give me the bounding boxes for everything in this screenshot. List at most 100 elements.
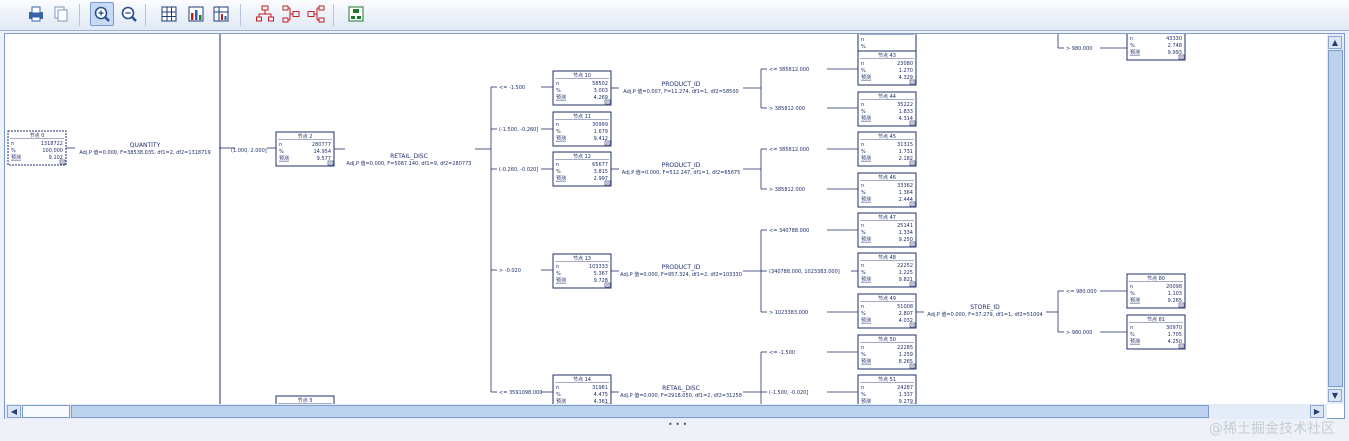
node-pred-label: 预测 xyxy=(861,317,871,324)
tree-node-3[interactable]: 节点 3n%预测 xyxy=(275,395,335,404)
zoom-in-button[interactable] xyxy=(90,2,114,26)
node-pred-value: 4.361 xyxy=(594,399,608,404)
branch-label: <= 385812.000 xyxy=(769,147,809,153)
node-pct-value: 1.679 xyxy=(594,129,608,135)
node-n-value: 30970 xyxy=(1166,325,1182,331)
node-pct-label: % xyxy=(861,44,866,50)
node-pred-value: 9.412 xyxy=(594,136,608,142)
node-n-label: n xyxy=(1130,284,1133,290)
node-pct-value: 1.833 xyxy=(899,109,913,115)
scroll-left-button[interactable]: ◀ xyxy=(7,405,21,418)
node-n-value: 280777 xyxy=(312,142,331,148)
node-title: 节点 44 xyxy=(878,94,896,100)
node-n-label: n xyxy=(861,304,864,310)
split-variable: PRODUCT_ID xyxy=(662,81,701,88)
node-pct-label: % xyxy=(861,109,866,115)
node-pct-label: % xyxy=(556,169,561,175)
node-n-value: 24287 xyxy=(897,385,913,391)
node-pred-value: 9.279 xyxy=(899,399,913,404)
scroll-up-button[interactable]: ▲ xyxy=(1328,36,1342,49)
vertical-scrollbar[interactable]: ▲ ▼ xyxy=(1327,34,1344,404)
node-pred-label: 预测 xyxy=(861,236,871,243)
node-box xyxy=(857,334,917,370)
branch-label: > 385812.000 xyxy=(769,187,805,193)
node-pred-value: 4.314 xyxy=(899,116,913,122)
tree-top-down-button[interactable] xyxy=(253,2,277,26)
node-pct-label: % xyxy=(1130,43,1135,49)
node-pred-label: 预测 xyxy=(861,358,871,365)
node-pct-label: % xyxy=(556,271,561,277)
node-pred-label: 预测 xyxy=(861,196,871,203)
node-title: 节点 0 xyxy=(30,133,45,139)
tree-top-down-icon xyxy=(256,5,274,22)
node-pred-label: 预测 xyxy=(1130,338,1140,345)
node-box xyxy=(857,91,917,127)
scroll-right-button[interactable]: ▶ xyxy=(1310,405,1324,418)
print-button[interactable] xyxy=(24,2,48,26)
node-pct-label: % xyxy=(1130,332,1135,338)
scroll-down-button[interactable]: ▼ xyxy=(1328,389,1342,402)
node-n-label: n xyxy=(861,37,864,43)
tree-map-button[interactable] xyxy=(344,2,368,26)
tree-left-button[interactable] xyxy=(279,2,303,26)
branch-label: > 980.000 xyxy=(1066,330,1092,336)
vertical-scroll-thumb[interactable] xyxy=(1328,50,1343,387)
chart-view-button[interactable] xyxy=(184,2,208,26)
node-n-label: n xyxy=(861,385,864,391)
node-n-value: 35222 xyxy=(897,102,913,108)
node-n-value: 103333 xyxy=(589,264,608,270)
node-pct-label: % xyxy=(1130,291,1135,297)
resize-grip[interactable]: • • • xyxy=(668,420,688,429)
node-n-label: n xyxy=(556,385,559,391)
split-variable: PRODUCT_ID xyxy=(662,162,701,169)
zoom-in-icon xyxy=(94,6,110,22)
horizontal-scroll-thumb[interactable] xyxy=(22,405,70,418)
node-pred-label: 预测 xyxy=(1130,297,1140,304)
tree-right-button[interactable] xyxy=(304,2,328,26)
copy-button[interactable] xyxy=(49,2,73,26)
node-n-label: n xyxy=(861,61,864,67)
node-title: 节点 2 xyxy=(298,134,313,140)
branch-label: <= 980.000 xyxy=(1066,289,1097,295)
table-chart-view-button[interactable] xyxy=(209,2,233,26)
node-box xyxy=(857,252,917,288)
node-title: 节点 46 xyxy=(878,175,896,181)
node-title: 节点 11 xyxy=(573,114,591,120)
horizontal-scrollbar[interactable]: ◀ ▶ xyxy=(5,404,1327,419)
node-n-label: n xyxy=(556,162,559,168)
node-title: 节点 43 xyxy=(878,53,896,59)
node-box xyxy=(857,131,917,167)
node-pct-label: % xyxy=(861,270,866,276)
node-n-value: 20098 xyxy=(1166,284,1182,290)
node-pred-label: 预测 xyxy=(861,155,871,162)
split-variable: STORE_ID xyxy=(970,304,1000,311)
table-view-button[interactable] xyxy=(157,2,181,26)
split-variable: QUANTITY xyxy=(130,142,161,149)
zoom-out-button[interactable] xyxy=(117,2,141,26)
node-n-label: n xyxy=(279,142,282,148)
node-pred-label: 预测 xyxy=(556,94,566,101)
node-pct-value: 2.807 xyxy=(899,311,913,317)
node-pct-value: 1.731 xyxy=(899,149,913,155)
